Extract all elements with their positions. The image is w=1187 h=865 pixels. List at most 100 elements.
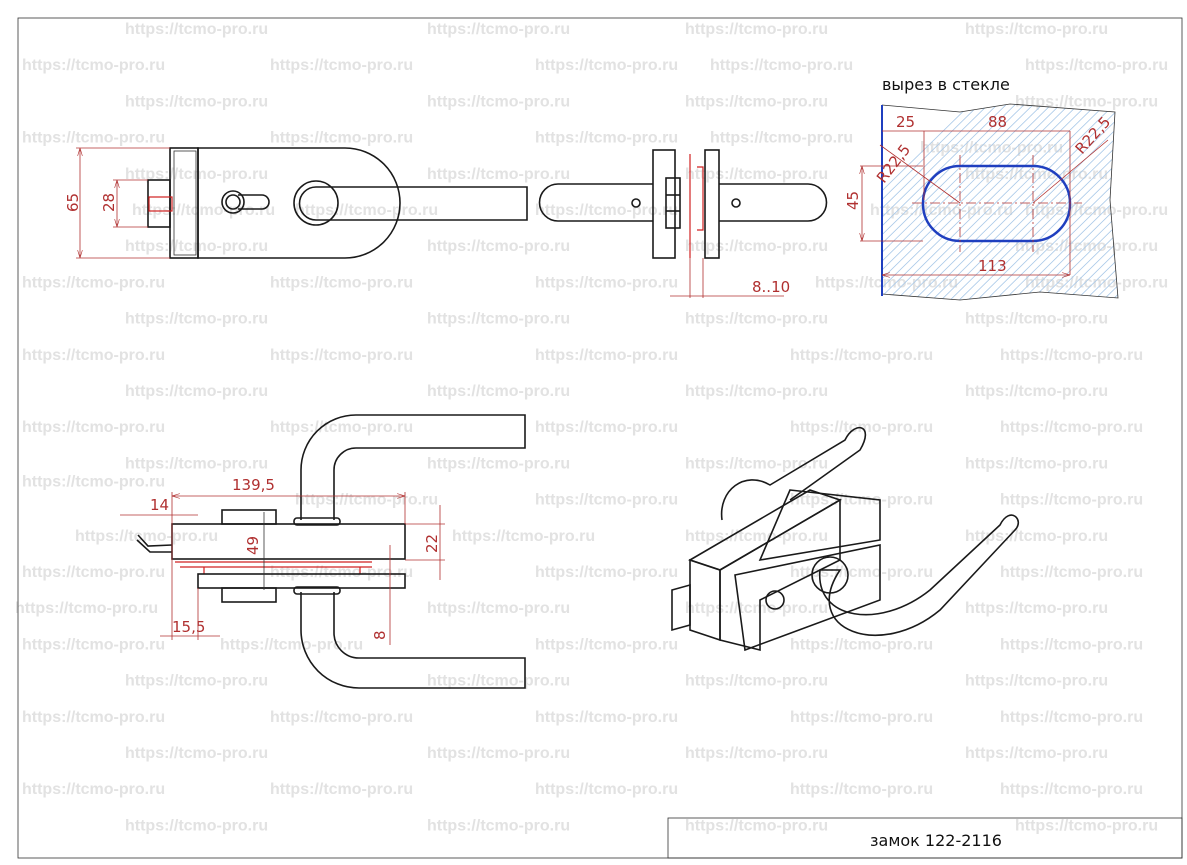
watermark-text: https://tcmo-pro.ru xyxy=(535,419,678,436)
watermark-text: https://tcmo-pro.ru xyxy=(1000,636,1143,653)
watermark-text: https://tcmo-pro.ru xyxy=(1015,93,1158,110)
watermark-text: https://tcmo-pro.ru xyxy=(427,745,570,762)
dim-25: 25 xyxy=(896,113,915,131)
watermark-text: https://tcmo-pro.ru xyxy=(685,383,828,400)
watermark-text: https://tcmo-pro.ru xyxy=(220,636,363,653)
watermark-text: https://tcmo-pro.ru xyxy=(535,709,678,726)
hatch-line xyxy=(1056,104,1118,300)
watermark-text: https://tcmo-pro.ru xyxy=(427,166,570,183)
watermark-text: https://tcmo-pro.ru xyxy=(965,311,1108,328)
watermark-text: https://tcmo-pro.ru xyxy=(790,492,933,509)
watermark-text: https://tcmo-pro.ru xyxy=(685,817,828,834)
cutout-caption: вырез в стекле xyxy=(882,75,1010,94)
watermark-text: https://tcmo-pro.ru xyxy=(710,57,853,74)
watermark-text: https://tcmo-pro.ru xyxy=(125,93,268,110)
watermark-text: https://tcmo-pro.ru xyxy=(427,673,570,690)
watermark-text: https://tcmo-pro.ru xyxy=(22,474,165,491)
dim-28: 28 xyxy=(100,193,118,212)
watermark-text: https://tcmo-pro.ru xyxy=(790,636,933,653)
watermark-text: https://tcmo-pro.ru xyxy=(22,781,165,798)
watermark-text: https://tcmo-pro.ru xyxy=(535,57,678,74)
watermark-text: https://tcmo-pro.ru xyxy=(535,636,678,653)
watermark-text: https://tcmo-pro.ru xyxy=(1000,419,1143,436)
watermark-text: https://tcmo-pro.ru xyxy=(22,564,165,581)
isometric-view xyxy=(671,426,1020,652)
watermark-text: https://tcmo-pro.ru xyxy=(125,455,268,472)
watermark-text: https://tcmo-pro.ru xyxy=(125,817,268,834)
watermark-text: https://tcmo-pro.ru xyxy=(427,455,570,472)
watermark-text: https://tcmo-pro.ru xyxy=(685,455,828,472)
watermark-text: https://tcmo-pro.ru xyxy=(125,21,268,38)
watermark-text: https://tcmo-pro.ru xyxy=(685,528,828,545)
watermark-text: https://tcmo-pro.ru xyxy=(685,238,828,255)
title-block-text: замок 122-2116 xyxy=(870,831,1002,850)
watermark-text: https://tcmo-pro.ru xyxy=(710,130,853,147)
watermark-text: https://tcmo-pro.ru xyxy=(965,383,1108,400)
handle-rosette xyxy=(293,180,339,226)
watermark-text: https://tcmo-pro.ru xyxy=(270,709,413,726)
dim-14: 14 xyxy=(150,496,169,514)
watermark-text: https://tcmo-pro.ru xyxy=(965,528,1108,545)
watermark-text: https://tcmo-pro.ru xyxy=(270,274,413,291)
dim-r22-5-right: R22,5 xyxy=(1072,113,1115,158)
hatch-line xyxy=(1074,104,1118,300)
dim-139-5: 139,5 xyxy=(232,476,275,494)
watermark-text: https://tcmo-pro.ru xyxy=(22,130,165,147)
watermark-text: https://tcmo-pro.ru xyxy=(427,383,570,400)
watermark-text: https://tcmo-pro.ru xyxy=(685,93,828,110)
watermark-text: https://tcmo-pro.ru xyxy=(790,781,933,798)
watermark-text: https://tcmo-pro.ru xyxy=(685,166,828,183)
watermark-text: https://tcmo-pro.ru xyxy=(125,383,268,400)
watermark-text: https://tcmo-pro.ru xyxy=(965,745,1108,762)
watermark-text: https://tcmo-pro.ru xyxy=(125,673,268,690)
watermark-text: https://tcmo-pro.ru xyxy=(15,600,158,617)
watermark-text: https://tcmo-pro.ru xyxy=(270,564,413,581)
watermark-text: https://tcmo-pro.ru xyxy=(965,673,1108,690)
watermark-text: https://tcmo-pro.ru xyxy=(685,21,828,38)
watermark-text: https://tcmo-pro.ru xyxy=(125,166,268,183)
dim-22: 22 xyxy=(423,534,441,553)
watermark-text: https://tcmo-pro.ru xyxy=(427,238,570,255)
watermark-text: https://tcmo-pro.ru xyxy=(870,202,1013,219)
watermark-text: https://tcmo-pro.ru xyxy=(270,419,413,436)
watermark-text: https://tcmo-pro.ru xyxy=(790,347,933,364)
watermark-text: https://tcmo-pro.ru xyxy=(22,709,165,726)
watermark-text: https://tcmo-pro.ru xyxy=(685,311,828,328)
watermark-text: https://tcmo-pro.ru xyxy=(1025,57,1168,74)
watermark-text: https://tcmo-pro.ru xyxy=(22,274,165,291)
watermark-text: https://tcmo-pro.ru xyxy=(22,347,165,364)
sheet-frame xyxy=(17,17,1183,859)
front-view: 65 28 xyxy=(64,147,528,259)
watermark-text: https://tcmo-pro.ru xyxy=(790,709,933,726)
watermark-text: https://tcmo-pro.ru xyxy=(685,745,828,762)
handle-lever xyxy=(298,186,528,221)
watermark-text: https://tcmo-pro.ru xyxy=(965,600,1108,617)
watermark-text: https://tcmo-pro.ru xyxy=(270,781,413,798)
side-view: 8..10 xyxy=(538,149,828,298)
watermark-text: https://tcmo-pro.ru xyxy=(965,21,1108,38)
watermark-text: https://tcmo-pro.ru xyxy=(295,492,438,509)
watermark-text: https://tcmo-pro.ru xyxy=(427,600,570,617)
keyhole-icon xyxy=(221,190,245,214)
dim-45: 45 xyxy=(844,191,862,210)
watermark-text: https://tcmo-pro.ru xyxy=(270,57,413,74)
watermark-text: https://tcmo-pro.ru xyxy=(1000,564,1143,581)
top-view: 139,5 14 22 49 15,5 8 xyxy=(120,414,526,689)
watermark-text: https://tcmo-pro.ru xyxy=(452,528,595,545)
watermark-text: https://tcmo-pro.ru xyxy=(1000,709,1143,726)
watermark-text: https://tcmo-pro.ru xyxy=(22,57,165,74)
watermark-text: https://tcmo-pro.ru xyxy=(1000,781,1143,798)
watermark-text: https://tcmo-pro.ru xyxy=(685,600,828,617)
hatch-line xyxy=(1038,104,1118,300)
watermark-text: https://tcmo-pro.ru xyxy=(1000,492,1143,509)
dim-49: 49 xyxy=(244,536,262,555)
watermark-text: https://tcmo-pro.ru xyxy=(685,673,828,690)
watermark-text: https://tcmo-pro.ru xyxy=(125,311,268,328)
dim-8: 8 xyxy=(371,630,389,640)
watermark-text: https://tcmo-pro.ru xyxy=(125,745,268,762)
watermark-text: https://tcmo-pro.ru xyxy=(427,817,570,834)
watermark-text: https://tcmo-pro.ru xyxy=(295,202,438,219)
watermark-text: https://tcmo-pro.ru xyxy=(1015,817,1158,834)
